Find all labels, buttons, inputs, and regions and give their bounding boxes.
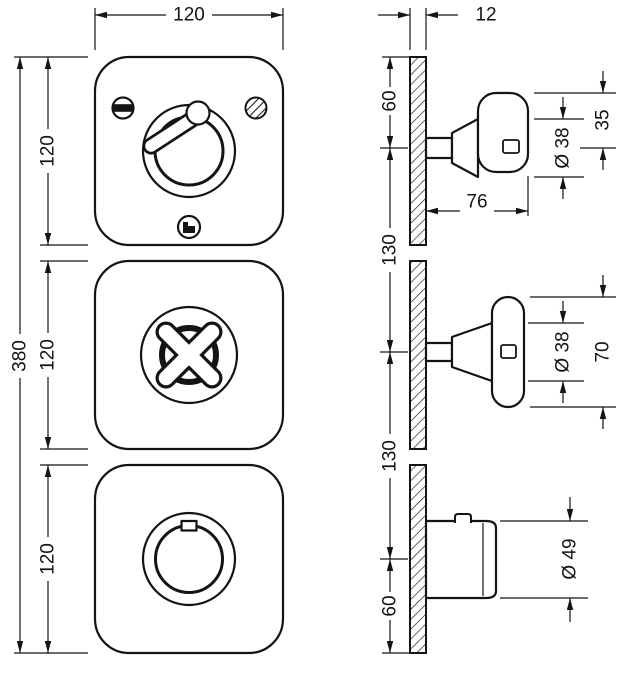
lever-dial-front	[111, 96, 268, 240]
dim-knob-diameter: Ø 49	[500, 497, 588, 622]
dim-module-2-height-label: 120	[38, 339, 59, 371]
dim-upper-spacing-label: 130	[380, 234, 401, 266]
cross-handle-side	[424, 295, 526, 409]
dim-lever-hub-diameter: Ø 38	[534, 97, 584, 199]
dim-lever-grip-offset: 35	[534, 71, 616, 170]
wall-plate-section-1	[409, 56, 427, 246]
dim-module-1-height-label: 120	[38, 135, 59, 167]
screw-icon	[111, 96, 135, 120]
cross-clip-detail	[500, 344, 517, 359]
dim-cross-hub-diameter-label: Ø 38	[553, 331, 574, 372]
wall-plate-section-3	[409, 464, 427, 654]
dim-lever-grip-offset-label: 35	[593, 109, 614, 130]
knob-front	[141, 511, 237, 607]
wall-plate-section-2	[409, 260, 427, 450]
dim-plate-thickness: 12	[378, 5, 497, 50]
dim-knob-diameter-label: Ø 49	[560, 538, 581, 579]
dim-plate-thickness-label: 12	[475, 5, 496, 26]
lever-handle-side	[424, 91, 530, 179]
lever-clip-detail	[502, 139, 520, 154]
lever-pivot	[185, 100, 211, 126]
knob-side	[424, 513, 498, 600]
dim-lower-spacing-label: 130	[380, 440, 401, 472]
side-view: 12 60 130 130 60	[378, 5, 616, 654]
knob-index-mark	[180, 519, 198, 532]
cross-handle-front	[139, 305, 239, 405]
dim-cross-hub-diameter: Ø 38	[528, 301, 584, 403]
dim-lever-hub-diameter-label: Ø 38	[553, 127, 574, 168]
front-view: 120 380 120 120 120	[10, 5, 285, 655]
dim-module-3-height-label: 120	[38, 543, 59, 575]
outlet-icon	[176, 214, 202, 240]
dim-front-total-height-label: 380	[10, 340, 31, 372]
dim-cross-grip-height-label: 70	[593, 341, 614, 362]
dim-front-width-label: 120	[173, 5, 205, 26]
dim-lever-axis-offset-label: 60	[380, 90, 401, 111]
dim-front-heights: 380 120 120 120	[10, 56, 88, 654]
dim-lever-depth-label: 76	[466, 192, 487, 213]
dim-lever-depth: 76	[426, 176, 529, 216]
dim-cross-grip-height: 70	[530, 275, 616, 429]
dim-side-vertical-chain: 60 130 130 60	[380, 56, 410, 654]
dim-knob-axis-offset-label: 60	[380, 595, 401, 616]
dim-front-width: 120	[94, 5, 284, 50]
knob-safety-button	[454, 513, 472, 523]
hatch-plug-icon	[244, 96, 268, 120]
